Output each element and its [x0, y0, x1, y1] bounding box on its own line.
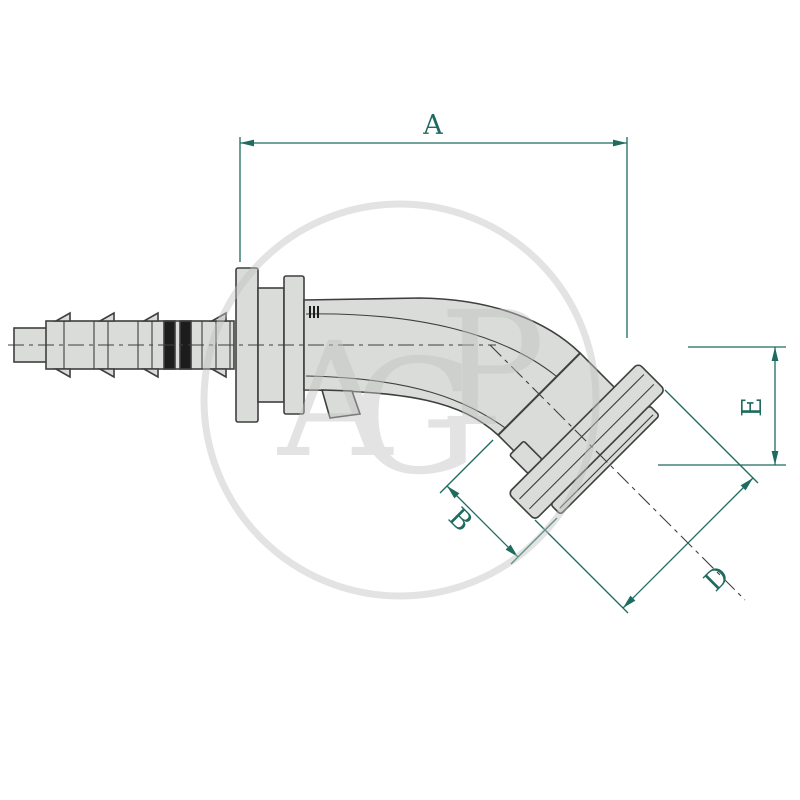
- barb-tooth: [208, 368, 227, 379]
- watermark: A G P: [200, 200, 600, 600]
- elbow-tab: [320, 389, 362, 419]
- dimension-d: [534, 389, 759, 614]
- stamp-marking: [309, 306, 319, 318]
- elbow-contour-line: [305, 375, 517, 437]
- watermark-letter-a: A: [277, 309, 394, 493]
- dim-label-a: A: [422, 110, 443, 141]
- arrowhead: [623, 595, 636, 608]
- arrowhead: [771, 347, 779, 361]
- dim-label-d: D: [698, 560, 735, 597]
- elbow-contour-line: [305, 313, 557, 377]
- dimension-e: [658, 346, 786, 466]
- dimension-a: [239, 137, 628, 338]
- barb-tooth: [96, 311, 115, 322]
- arrowhead: [240, 139, 254, 147]
- dimension-layer: [239, 137, 786, 614]
- dim-b-extension-back: [439, 439, 494, 494]
- watermark-letter-p: P: [439, 278, 545, 462]
- dim-b-line: [446, 485, 519, 558]
- dim-d-line: [622, 477, 754, 609]
- barb-tooth: [208, 311, 227, 322]
- arrowhead: [447, 486, 460, 499]
- arrowhead: [505, 544, 518, 557]
- angled-centerline: [489, 344, 746, 601]
- dim-d-extension-top: [664, 389, 759, 484]
- barb-tooth: [140, 368, 159, 379]
- dim-d-extension-bottom: [534, 519, 629, 614]
- barb-tooth: [52, 368, 71, 379]
- barb-tooth: [140, 311, 159, 322]
- arrowhead: [771, 451, 779, 465]
- dimension-b: [439, 439, 558, 565]
- watermark-letters: A G P: [277, 278, 545, 510]
- dim-label-e: E: [737, 397, 768, 417]
- watermark-ring: [200, 200, 600, 600]
- dim-b-extension-face: [510, 517, 558, 565]
- face-center-tick: [591, 446, 629, 484]
- centerlines: [8, 344, 746, 601]
- dimension-arrowheads: [240, 139, 779, 608]
- arrowhead: [740, 478, 753, 491]
- barb-tooth: [96, 368, 115, 379]
- watermark-letter-g: G: [352, 326, 478, 510]
- barb-tooth: [52, 311, 71, 322]
- arrowhead: [613, 139, 627, 147]
